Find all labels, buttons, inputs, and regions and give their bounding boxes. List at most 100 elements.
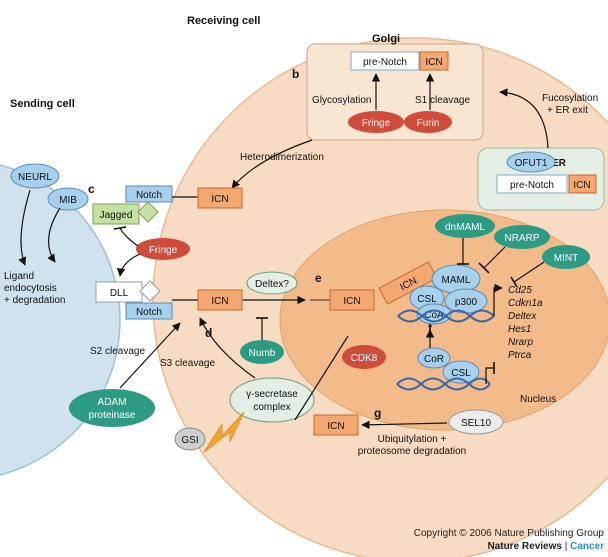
heterodimerization-label: Heterodimerization (240, 152, 324, 163)
fringe-promotes-dll (116, 253, 141, 277)
gamma-secretase-label-1: γ-secretase (246, 389, 298, 400)
jagged-dsl-domain (137, 201, 159, 223)
journal-section: Cancer (570, 541, 604, 552)
csl-label: CSL (417, 294, 437, 305)
step-letter-c: c (88, 182, 95, 196)
mint-inhibition-bar (510, 276, 518, 288)
heterodimerization-arrow (231, 139, 313, 189)
lower-notch-label: Notch (136, 307, 162, 318)
step-letter-f: f (428, 321, 433, 335)
dnmaml-oval (435, 214, 495, 238)
fringe-inhibits-jagged (119, 227, 139, 247)
maml-label: MAML (442, 275, 471, 286)
golgi-icn-label: ICN (425, 57, 442, 68)
upper-notch-label: Notch (136, 190, 162, 201)
target-gene: Deltex (508, 311, 537, 322)
repressed-promoter-mark (485, 367, 494, 384)
golgi-furin-label: Furin (417, 118, 440, 129)
fucosylation-label-2: + ER exit (547, 105, 588, 116)
target-gene: Cd25 (508, 285, 532, 296)
target-gene: Hes1 (508, 324, 531, 335)
mib-ubiquitylation-arrow (47, 207, 61, 263)
glycosylation-label: Glycosylation (312, 95, 371, 106)
neurl-oval (10, 163, 60, 189)
nrarp-label: NRARP (504, 233, 539, 244)
csl-repressor-label: CSL (451, 368, 471, 379)
nuclear-icn-box (329, 289, 375, 311)
adam-label-1: ADAM (98, 397, 127, 408)
ligand-label-1: Ligand (4, 271, 34, 282)
er-pre-notch-box (496, 174, 568, 194)
target-gene: Ptrca (508, 350, 532, 361)
er-exit-arrow (499, 88, 549, 149)
step-letter-e: e (315, 271, 322, 285)
dnmaml-label: dnMAML (445, 222, 485, 233)
coa-label: CoA (424, 310, 444, 321)
csl-repressor-oval (442, 360, 480, 384)
ligand-label-2: endocytosis (4, 283, 57, 294)
copyright-line: Copyright © 2006 Nature Publishing Group (413, 528, 604, 539)
jagged-label: Jagged (100, 210, 133, 221)
ofut1-label: OFUT1 (515, 158, 548, 169)
icn-export-line (294, 335, 349, 421)
complex-icn: ICN (378, 261, 438, 305)
golgi-furin-oval (404, 111, 452, 133)
ubiquitylation-label-1: Ubiquitylation + (378, 434, 447, 445)
nrarp-oval (494, 225, 550, 249)
gsi-label: GSI (181, 435, 198, 446)
er-pre-notch-label: pre-Notch (510, 180, 554, 191)
mint-label: MINT (554, 253, 578, 264)
golgi-pre-notch-box (350, 51, 420, 71)
dll-dsl-domain (139, 280, 161, 302)
numb-label: Numb (249, 348, 276, 359)
degradation-icn-box (313, 414, 359, 436)
golgi-fringe-label: Fringe (362, 118, 391, 129)
er-label: ER (552, 158, 567, 169)
sending-cell-label: Sending cell (10, 98, 75, 110)
fringe-label: Fringe (149, 245, 178, 256)
nrarp-inhibition-bar (478, 262, 490, 274)
fringe-oval (136, 238, 190, 260)
p300-label: p300 (455, 297, 478, 308)
gsi-oval (174, 427, 206, 451)
er-icn-box (568, 174, 597, 194)
cor-label: CoR (424, 354, 444, 365)
ubiquitylation-label-2: proteosome degradation (358, 446, 466, 457)
golgi-label: Golgi (372, 33, 400, 45)
complex-icn-box (378, 261, 438, 305)
s2-cleavage-label: S2 cleavage (90, 346, 145, 357)
receiving-cell-label: Receiving cell (187, 15, 260, 27)
journal-line: Nature Reviews | Cancer (414, 540, 604, 553)
golgi-fringe-oval (348, 111, 404, 133)
journal-name: Nature Reviews (487, 541, 562, 552)
upper-notch-box (125, 185, 173, 203)
nuclear-icn-label: ICN (343, 296, 360, 307)
golgi-pre-notch-label: pre-Notch (363, 57, 407, 68)
jagged-box (92, 203, 140, 225)
target-gene: Cdkn1a (508, 298, 543, 309)
endocytosis-arrow (18, 189, 31, 266)
s3-cleavage-arrow (199, 317, 256, 379)
step-letter-g: g (374, 406, 381, 420)
numb-oval (240, 340, 284, 364)
upper-icn-box (197, 187, 243, 209)
gamma-secretase-label-2: complex (253, 402, 290, 413)
mint-oval (542, 245, 590, 269)
mib-label: MIB (59, 195, 77, 206)
fringe-inhibition-bar (113, 226, 127, 230)
sel10-label: SEL10 (461, 418, 491, 429)
er-icn-label: ICN (573, 180, 590, 191)
dna-strand-upper-b (397, 309, 495, 323)
upper-icn-label: ICN (211, 194, 228, 205)
mint-inhibits-transcription (513, 261, 545, 283)
transcription-arrow (493, 283, 503, 316)
degradation-icn-label: ICN (327, 421, 344, 432)
dna-strand-lower-b (396, 377, 491, 391)
sel10-arrow (361, 420, 448, 430)
deltex-oval (246, 271, 298, 295)
s2-cleavage-arrow (119, 322, 181, 389)
ofut1-oval (506, 151, 556, 173)
target-gene: Nrarp (508, 337, 533, 348)
step-letter-b: b (292, 67, 299, 81)
